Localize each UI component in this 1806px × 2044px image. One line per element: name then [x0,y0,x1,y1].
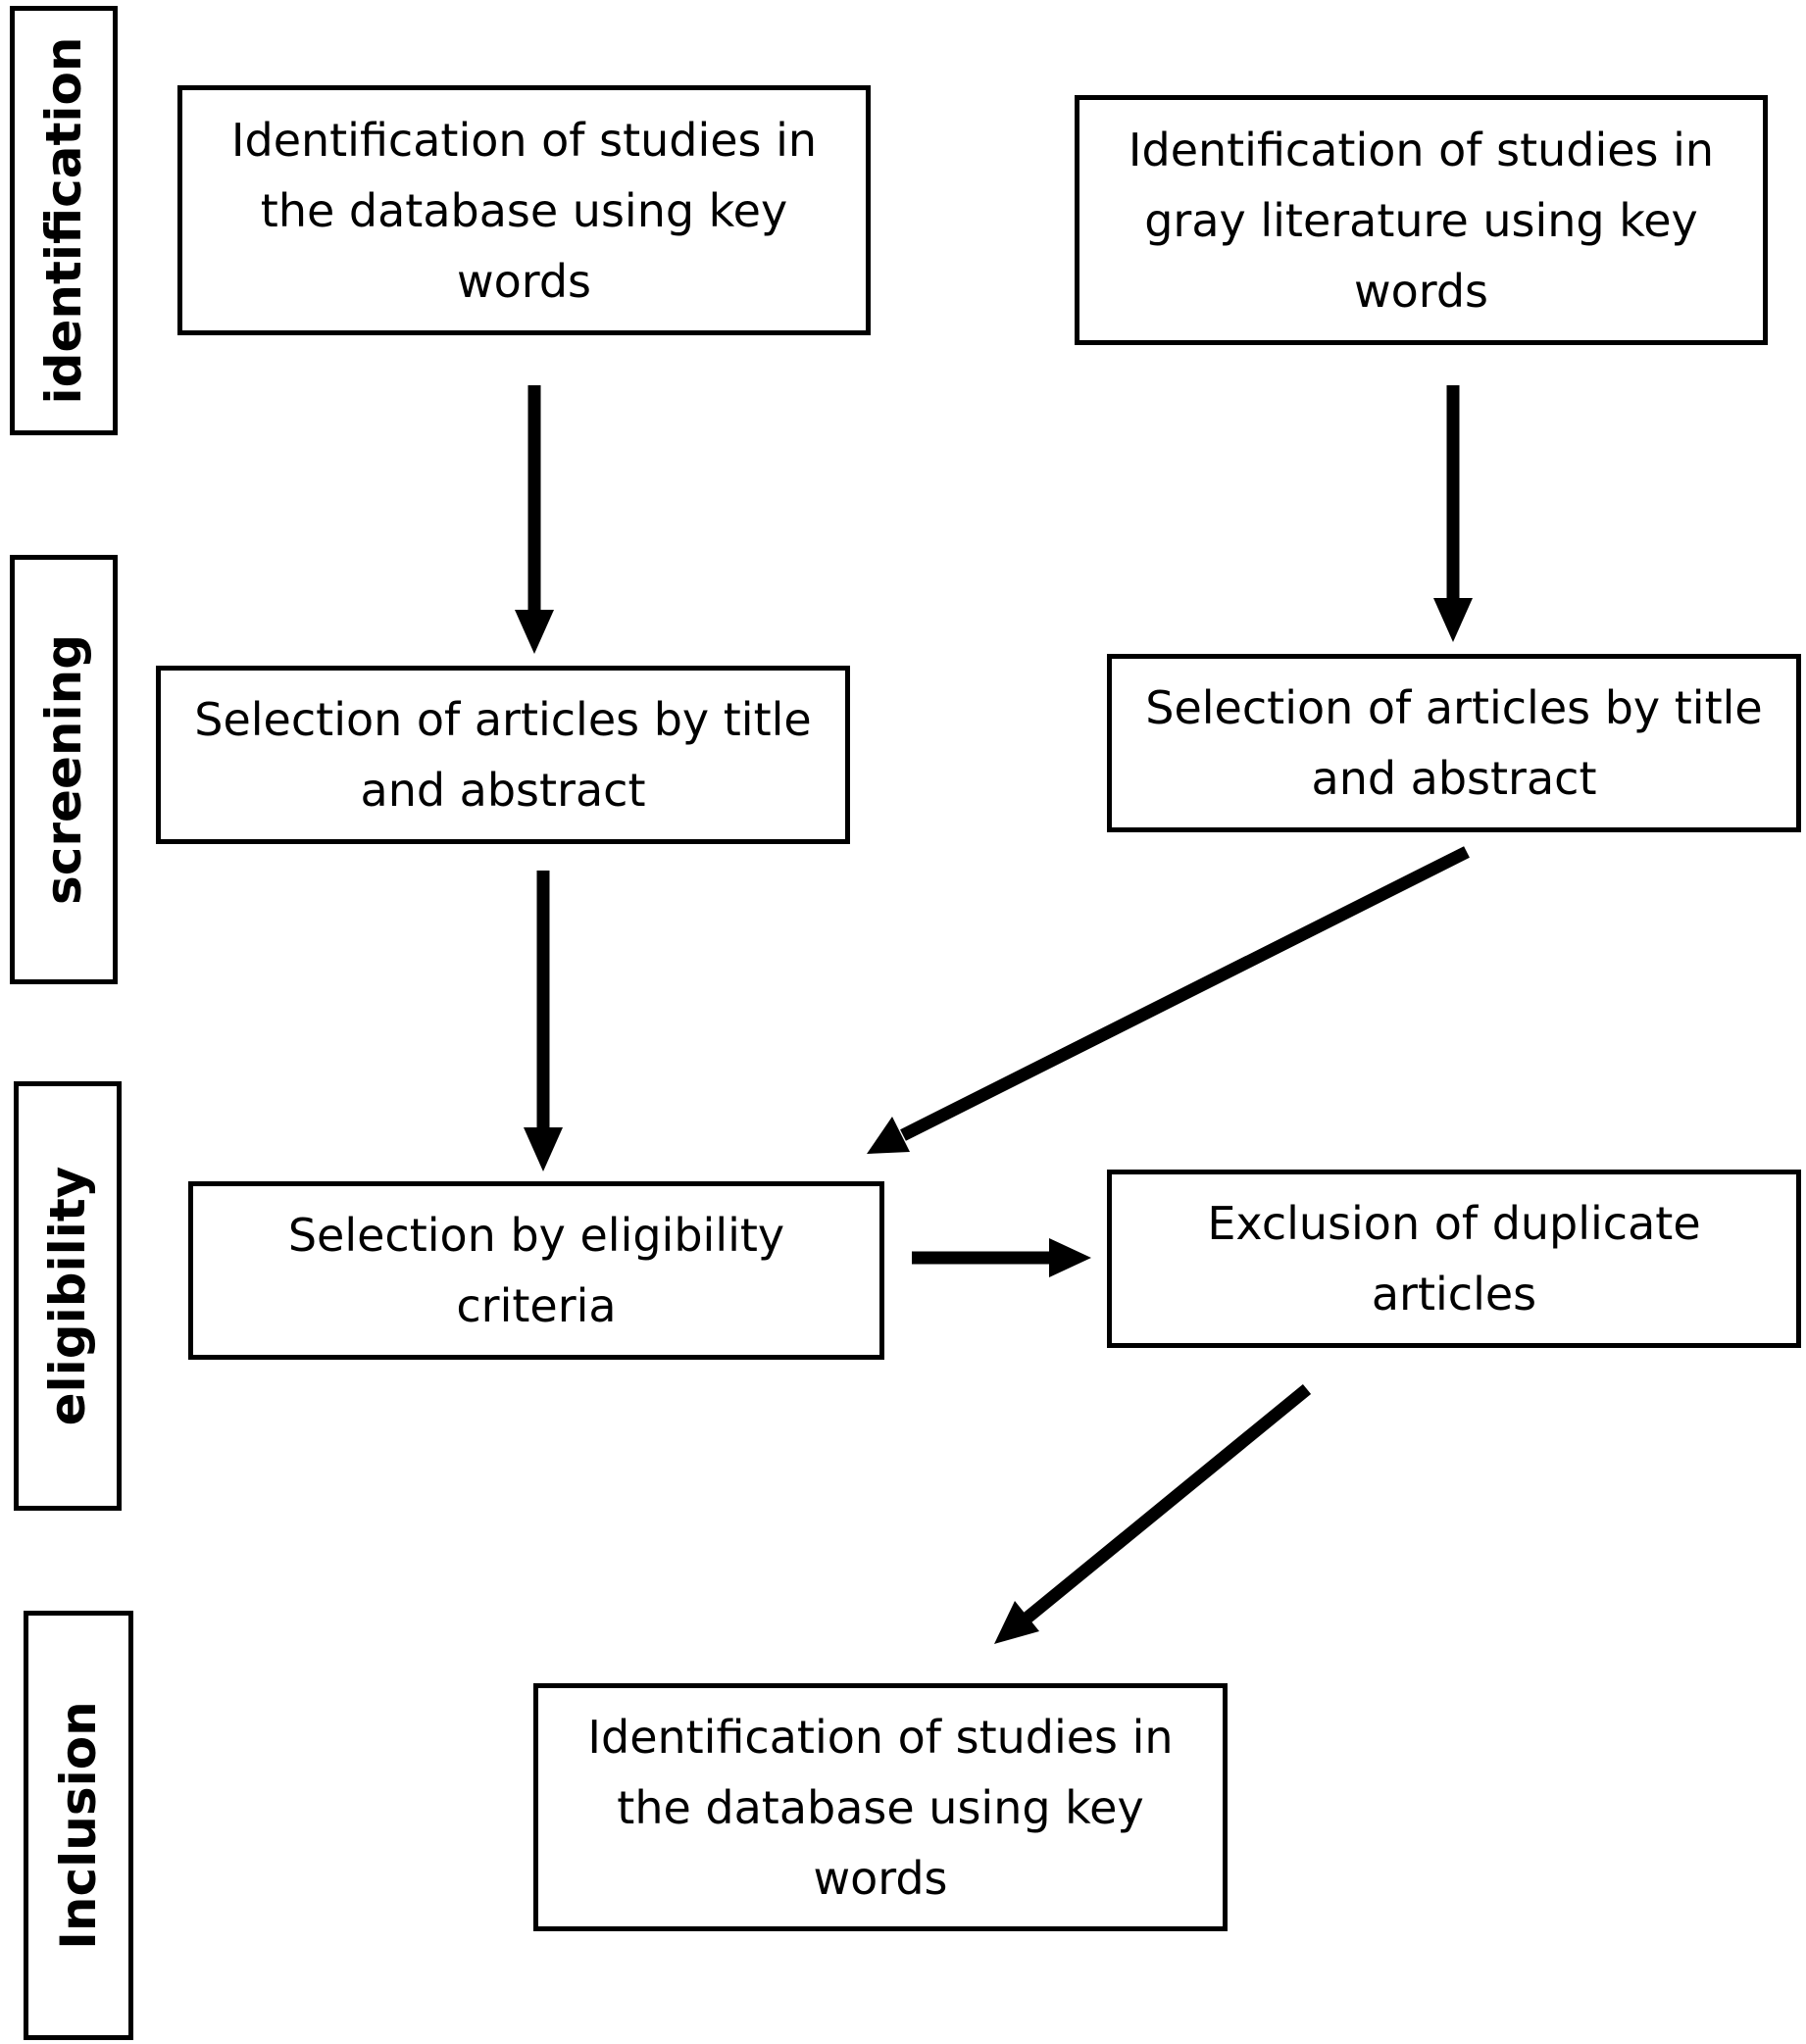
node-label: Selection of articles by title and abstr… [1145,681,1763,805]
arrowhead-icon [515,610,554,654]
node-label: Exclusion of duplicate articles [1207,1197,1701,1321]
phase-inclusion: Inclusion [24,1611,133,2040]
phase-screening: screening [10,555,118,984]
arrow-duplicates-to-inclusion [1023,1383,1312,1623]
phase-identification: identification [10,6,118,435]
node-eligibility: Selection by eligibility criteria [188,1181,884,1360]
node-duplicates: Exclusion of duplicate articles [1107,1170,1801,1348]
phase-eligibility: eligibility [14,1081,122,1511]
node-label: Identification of studies in gray litera… [1128,123,1715,318]
arrowhead-icon [994,1601,1039,1644]
node-label: Identification of studies in the databas… [230,113,818,308]
node-label: Selection of articles by title and abstr… [194,693,812,817]
node-db-screening: Selection of articles by title and abstr… [156,666,850,844]
arrow-gray-screening-to-eligibility [900,846,1470,1141]
node-gray-screening: Selection of articles by title and abstr… [1107,654,1801,832]
arrowhead-icon [524,1127,563,1172]
node-gray-identification: Identification of studies in gray litera… [1075,95,1768,345]
arrowhead-icon [1433,598,1473,642]
arrowhead-icon [867,1117,910,1154]
node-db-identification: Identification of studies in the databas… [177,85,871,335]
arrowhead-icon [1049,1238,1091,1277]
node-inclusion: Identification of studies in the databas… [533,1683,1228,1931]
node-label: Selection by eligibility criteria [287,1209,785,1332]
node-label: Identification of studies in the databas… [587,1710,1174,1905]
